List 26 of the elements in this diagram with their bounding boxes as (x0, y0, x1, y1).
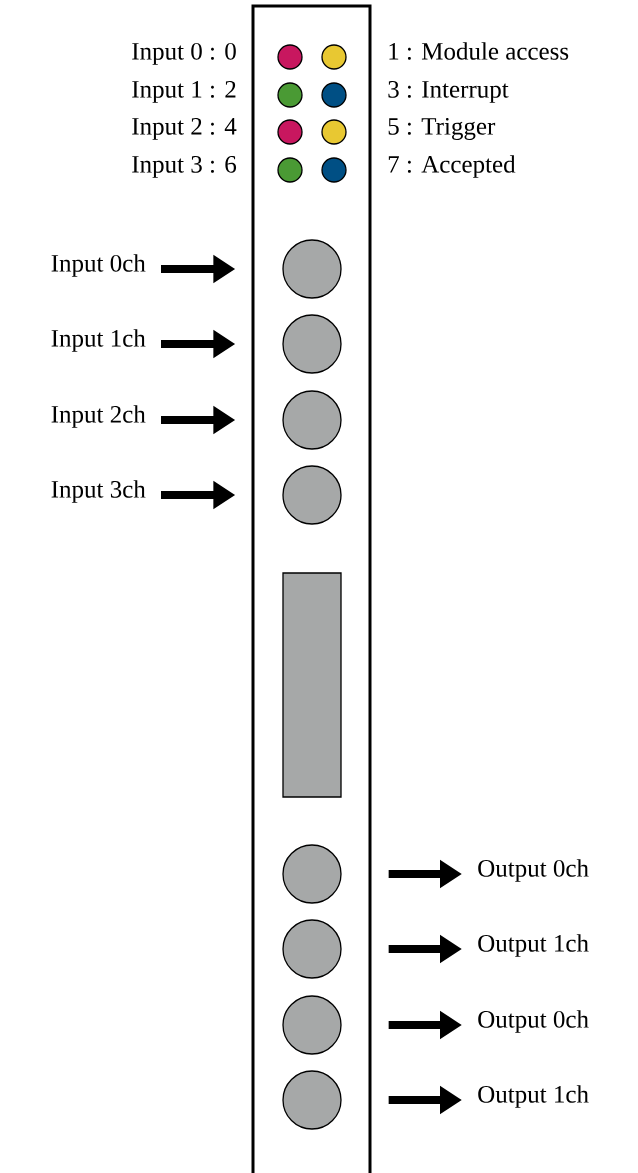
led-legend-text: Input 0 : 0 (132, 42, 236, 65)
connector-socket (282, 844, 342, 904)
module-panel (251, 4, 372, 1173)
connector-socket (282, 390, 342, 450)
led-legend-text: Input 3 : 6 (132, 155, 237, 178)
channel-label: Input 0ch (51, 254, 146, 277)
led-legend-text: Input 2 : 4 (132, 117, 237, 140)
display-window (282, 572, 342, 798)
led-legend-text: 1 : Module access (389, 42, 569, 60)
led-legend-text: 5 : Trigger (388, 117, 496, 140)
channel-label: Input 2ch (51, 405, 146, 428)
channel-label: Output 1ch (478, 1085, 589, 1108)
connector-socket (282, 995, 342, 1055)
connector-socket (282, 465, 342, 525)
channel-label: Output 1ch (478, 934, 589, 957)
led-legend-text: Input 1 : 2 (132, 80, 236, 103)
led-legend-text: 3 : Interrupt (388, 80, 509, 103)
connector-socket (282, 919, 342, 979)
connector-socket (282, 239, 342, 299)
channel-label: Output 0ch (478, 859, 589, 882)
channel-label: Output 0ch (478, 1010, 589, 1033)
channel-label: Input 1ch (51, 329, 146, 352)
channel-label: Input 3ch (51, 480, 146, 503)
connector-socket (282, 314, 342, 374)
led-legend-text: 7 : Accepted (388, 155, 516, 178)
connector-socket (282, 1070, 342, 1130)
